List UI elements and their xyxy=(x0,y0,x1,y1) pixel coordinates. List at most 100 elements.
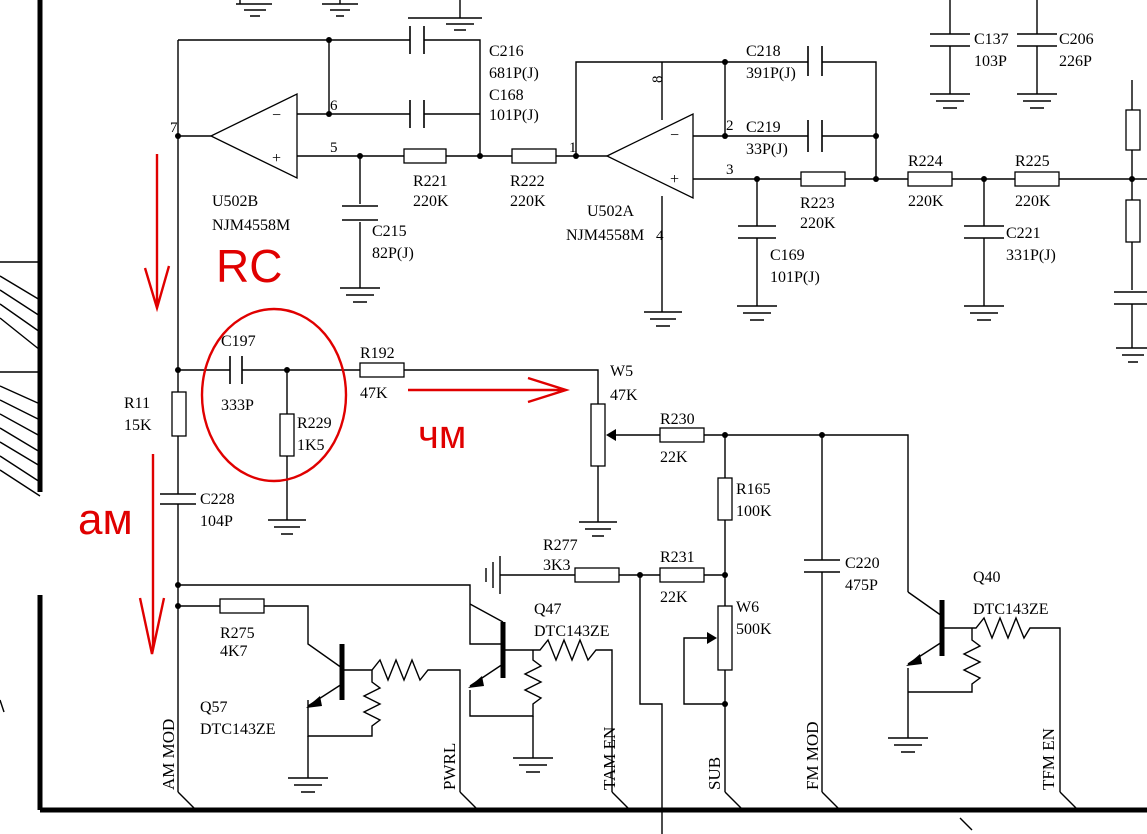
c220-ref: C220 xyxy=(845,555,880,572)
am-annotation: ам xyxy=(78,495,133,544)
r192-ref: R192 xyxy=(360,345,395,362)
c216-ref: C216 xyxy=(489,43,524,60)
net-label-am-mod: AM MOD xyxy=(159,719,178,790)
capacitor-c216: C216 681P(J) xyxy=(409,26,539,82)
u502b-pin-inv: 6 xyxy=(330,98,338,114)
arrow-down-lower xyxy=(138,454,166,655)
resistor-r11: R11 15K xyxy=(124,391,187,437)
c228-ref: C228 xyxy=(200,491,235,508)
net-label-fm-mod: FM MOD xyxy=(803,722,822,791)
opamp-u502b: − + 7 6 5 U502B NJM4558M xyxy=(170,92,338,234)
c220-value: 475P xyxy=(845,577,878,594)
capacitor-c228: C228 104P xyxy=(160,491,235,530)
u502a-pin-gnd: 4 xyxy=(656,228,664,244)
r224-value: 220K xyxy=(908,193,944,210)
c169-value: 101P(J) xyxy=(770,269,820,286)
q57-part: DTC143ZE xyxy=(200,721,276,738)
transistor-q40: Q40 DTC143ZE xyxy=(906,569,1049,666)
wires-transistors xyxy=(178,584,1061,792)
ground-symbol xyxy=(236,0,482,31)
capacitor-c221: C221 331P(J) xyxy=(964,225,1056,264)
r231-value: 22K xyxy=(660,589,688,606)
r165-ref: R165 xyxy=(736,481,771,498)
u502a-part: NJM4558M xyxy=(566,227,644,244)
c221-ref: C221 xyxy=(1006,225,1041,242)
potentiometer-w5: W5 47K xyxy=(590,363,638,467)
resistor-r231: R231 22K xyxy=(659,549,705,606)
ground-symbol xyxy=(340,287,380,303)
u502a-pin-inv: 2 xyxy=(726,118,734,134)
resistor-r221: R221 220K xyxy=(403,148,449,210)
u502b-minus-pin: − xyxy=(272,107,281,124)
r275-value: 4K7 xyxy=(220,643,248,660)
resistor-r230: R230 22K xyxy=(659,411,705,466)
u502a-ref: U502A xyxy=(587,203,635,220)
wires-c137-c206 xyxy=(949,0,1038,94)
transistor-q57: Q57 DTC143ZE xyxy=(200,644,345,738)
r225-ref: R225 xyxy=(1015,153,1050,170)
resistor-r225: R225 220K xyxy=(1014,153,1060,210)
wires-rc-network xyxy=(177,136,909,792)
capacitor-c197: C197 333P xyxy=(221,333,256,414)
u502b-plus-pin: + xyxy=(272,150,281,167)
c168-ref: C168 xyxy=(489,87,524,104)
c219-ref: C219 xyxy=(746,119,781,136)
potentiometer-w6: W6 500K xyxy=(683,599,772,792)
c169-ref: C169 xyxy=(770,247,805,264)
u502b-ref: U502B xyxy=(212,193,258,210)
c228-value: 104P xyxy=(200,513,233,530)
r165-value: 100K xyxy=(736,503,772,520)
w5-value: 47K xyxy=(610,387,638,404)
r225-value: 220K xyxy=(1015,193,1051,210)
c218-ref: C218 xyxy=(746,43,781,60)
capacitor-c220: C220 475P xyxy=(804,555,880,594)
r277-ref: R277 xyxy=(543,537,578,554)
ground-symbol xyxy=(485,556,501,594)
red-annotations: RC чм ам xyxy=(78,154,570,655)
c206-ref: C206 xyxy=(1059,31,1094,48)
resistor-r224: R224 220K xyxy=(907,153,953,210)
w6-value: 500K xyxy=(736,621,772,638)
capacitor-c168: C168 101P(J) xyxy=(409,87,539,128)
q47-part: DTC143ZE xyxy=(534,623,610,640)
r229-ref: R229 xyxy=(297,415,332,432)
c168-value: 101P(J) xyxy=(489,107,539,124)
resistor-r165: R165 100K xyxy=(717,477,772,521)
u502b-part: NJM4558M xyxy=(212,217,290,234)
r277-value: 3K3 xyxy=(543,557,571,574)
r11-ref: R11 xyxy=(124,395,150,412)
r230-value: 22K xyxy=(660,449,688,466)
resistor-r229: R229 1K5 xyxy=(279,413,332,457)
r221-ref: R221 xyxy=(413,173,448,190)
wires-u502a xyxy=(575,61,1147,312)
c221-value: 331P(J) xyxy=(1006,247,1056,264)
c215-value: 82P(J) xyxy=(372,245,414,262)
opamp-u502a: − + 1 2 3 8 4 U502A NJM4558M xyxy=(566,76,734,245)
wires-u502b xyxy=(177,39,607,288)
q47-ref: Q47 xyxy=(534,601,562,618)
c215-ref: C215 xyxy=(372,223,407,240)
u502a-pin-out: 1 xyxy=(569,140,577,156)
resistor-r275: R275 4K7 xyxy=(219,598,265,660)
q40-ref: Q40 xyxy=(973,569,1001,586)
ground-symbol xyxy=(288,737,928,793)
chm-annotation: чм xyxy=(418,413,466,457)
c137-value: 103P xyxy=(974,53,1007,70)
capacitor-c219: C219 33P(J) xyxy=(746,119,823,158)
net-label-pwrl: PWRL xyxy=(440,743,459,790)
r221-value: 220K xyxy=(413,193,449,210)
u502a-pin-vcc: 8 xyxy=(650,76,666,84)
w6-ref: W6 xyxy=(736,599,759,616)
net-label-sub: SUB xyxy=(705,757,724,790)
net-label-tam-en: TAM EN xyxy=(600,727,619,790)
ground-symbol xyxy=(930,93,1057,109)
net-label-tfm-en: TFM EN xyxy=(1039,728,1058,790)
c197-ref: C197 xyxy=(221,333,256,350)
resistor-r223: R223 220K xyxy=(800,171,846,232)
r11-value: 15K xyxy=(124,417,152,434)
u502a-minus-pin: − xyxy=(670,127,679,144)
w5-ref: W5 xyxy=(610,363,633,380)
r224-ref: R224 xyxy=(908,153,943,170)
c206-value: 226P xyxy=(1059,53,1092,70)
